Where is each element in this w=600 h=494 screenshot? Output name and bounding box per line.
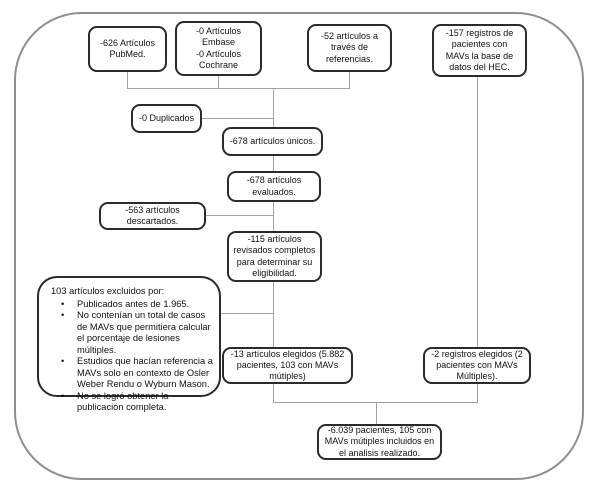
connector-main-drop-2 <box>273 156 274 171</box>
connector-bottom-merge <box>273 402 478 403</box>
box-hec-registry: -157 registros de pacientes con MAVs la … <box>432 24 527 77</box>
box-full-text-review: -115 artículos revisados completos para … <box>227 231 322 282</box>
connector-pubmed-down <box>127 72 128 88</box>
box-pubmed-articles: -626 Artículos PubMed. <box>88 26 167 72</box>
connector-discarded-branch <box>206 215 273 216</box>
connector-main-drop-4 <box>273 282 274 347</box>
exclusion-bullet: Estudios que hacían referencia a MAVs so… <box>59 356 213 391</box>
box-chosen-articles: -13 artículos elegidos (5.882 pacientes,… <box>222 347 353 384</box>
connector-exclusion-branch <box>221 313 273 314</box>
box-evaluated-articles: -678 artículos evaluados. <box>227 171 321 202</box>
connector-main-drop-1 <box>273 88 274 127</box>
connector-registries-down <box>477 384 478 402</box>
box-final-analysis: -6.039 pacientes, 105 con MAVs mútiples … <box>317 424 442 460</box>
exclusion-heading: 103 artículos excluidos por: <box>51 286 165 296</box>
exclusion-bullet: Publicados antes de 1.965. <box>59 299 213 311</box>
connector-hec-down <box>477 77 478 347</box>
box-unique-articles: -678 artículos únicos. <box>222 127 323 156</box>
box-exclusion-reasons: 103 artículos excluidos por: Publicados … <box>37 276 221 412</box>
connector-final-drop <box>376 402 377 424</box>
exclusion-bullet-list: Publicados antes de 1.965. No contenían … <box>51 299 215 414</box>
exclusion-bullet: No se logró obtener la publicación compl… <box>59 391 213 414</box>
connector-top-merge <box>127 88 350 89</box>
box-embase-cochrane-articles: -0 Artículos Embase -0 Artículos Cochran… <box>175 21 262 76</box>
box-reference-articles: -52 artículos a través de referencias. <box>307 24 392 72</box>
exclusion-bullet: No contenían un total de casos de MAVs q… <box>59 310 213 356</box>
connector-main-drop-3 <box>273 202 274 231</box>
connector-embase-down <box>218 76 219 88</box>
connector-references-down <box>349 72 350 88</box>
box-chosen-registries: -2 registros elegidos (2 pacientes con M… <box>423 347 531 384</box>
connector-duplicates-branch <box>202 118 273 119</box>
box-duplicates: -0 Duplicados <box>131 104 202 133</box>
connector-articles-down <box>273 384 274 402</box>
box-discarded-articles: -563 artículos descartados. <box>99 202 206 230</box>
